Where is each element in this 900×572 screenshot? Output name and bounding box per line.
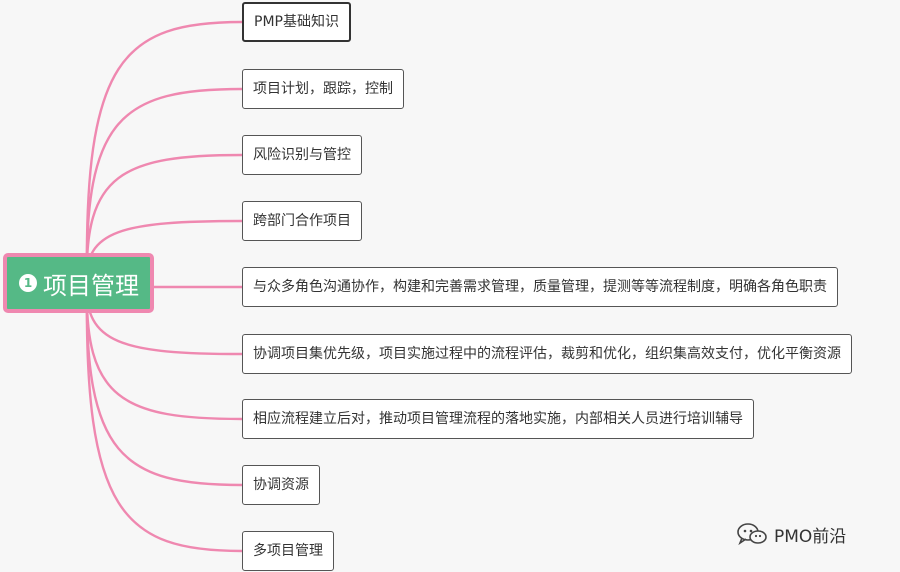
branch-topic-label: PMP基础知识 bbox=[254, 14, 339, 30]
root-topic[interactable]: 1 项目管理 bbox=[3, 253, 154, 313]
branch-connector bbox=[85, 87, 244, 285]
branch-topic-cross-department[interactable]: 跨部门合作项目 bbox=[242, 201, 362, 241]
branch-topic-label: 与众多角色沟通协作，构建和完善需求管理，质量管理，提测等等流程制度，明确各角色职… bbox=[253, 279, 827, 295]
branch-topic-multi-project[interactable]: 多项目管理 bbox=[242, 531, 334, 571]
branch-topic-label: 风险识别与管控 bbox=[253, 147, 351, 163]
branch-connector bbox=[85, 20, 244, 285]
branch-topic-label: 协调项目集优先级，项目实施过程中的流程评估，裁剪和优化，组织集高效支付，优化平衡… bbox=[253, 346, 841, 362]
branch-topic-label: 多项目管理 bbox=[253, 543, 323, 559]
watermark-text: PMO前沿 bbox=[774, 526, 847, 547]
branch-connector bbox=[85, 281, 244, 553]
watermark: PMO前沿 bbox=[736, 520, 846, 548]
branch-topic-priority[interactable]: 协调项目集优先级，项目实施过程中的流程评估，裁剪和优化，组织集高效支付，优化平衡… bbox=[242, 334, 852, 374]
branch-topic-coordinate-resources[interactable]: 协调资源 bbox=[242, 465, 320, 505]
branch-topic-risk[interactable]: 风险识别与管控 bbox=[242, 135, 362, 175]
branch-topic-plan-track-control[interactable]: 项目计划，跟踪，控制 bbox=[242, 69, 404, 109]
root-topic-title: 项目管理 bbox=[43, 271, 139, 300]
branch-connector bbox=[85, 281, 244, 487]
branch-topic-process-rollout[interactable]: 相应流程建立后对，推动项目管理流程的落地实施，内部相关人员进行培训辅导 bbox=[242, 399, 754, 439]
branch-topic-label: 跨部门合作项目 bbox=[253, 213, 351, 229]
topic-number-badge: 1 bbox=[19, 274, 37, 292]
branch-topic-pmp-basics[interactable]: PMP基础知识 bbox=[242, 2, 351, 42]
branch-topic-label: 协调资源 bbox=[253, 477, 309, 493]
branch-topic-collaboration[interactable]: 与众多角色沟通协作，构建和完善需求管理，质量管理，提测等等流程制度，明确各角色职… bbox=[242, 267, 838, 307]
wechat-icon bbox=[737, 523, 767, 546]
branch-topic-label: 项目计划，跟踪，控制 bbox=[253, 81, 393, 97]
branch-topic-label: 相应流程建立后对，推动项目管理流程的落地实施，内部相关人员进行培训辅导 bbox=[253, 411, 743, 427]
branch-connector bbox=[85, 153, 244, 285]
